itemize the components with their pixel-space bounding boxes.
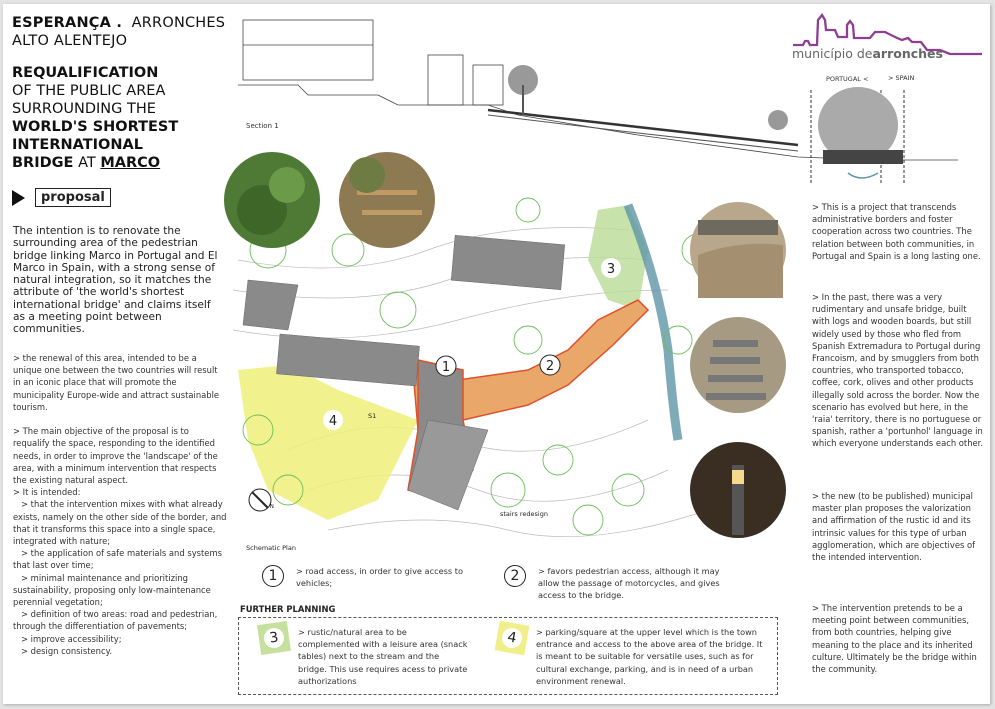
title-line: SURROUNDING THE: [12, 101, 156, 117]
further-planning-title: FURTHER PLANNING: [240, 604, 336, 614]
photo-path: [690, 202, 786, 298]
right-paragraph: > the new (to be published) municipal ma…: [812, 491, 976, 563]
title-line: BRIDGE: [12, 155, 74, 171]
paragraph: > It is intended:: [13, 487, 81, 498]
list-item: > that the intervention mixes with what …: [13, 499, 227, 547]
poster-title: REQUALIFICATION OF THE PUBLIC AREA SURRO…: [12, 64, 178, 172]
legend-text: > favors pedestrian access, although it …: [538, 566, 720, 601]
legend-text: > road access, in order to give access t…: [296, 566, 463, 589]
list-item: > the application of safe materials and …: [13, 548, 222, 571]
further-text: > parking/square at the upper level whic…: [536, 627, 763, 686]
north-arrow-icon: N: [248, 488, 274, 512]
plan-label: Schematic Plan: [246, 544, 296, 552]
marker-number: 3: [262, 626, 286, 650]
place-name: ESPERANÇA .: [12, 15, 123, 31]
logo-text-bold: arronches: [872, 46, 943, 61]
proposal-heading: proposal: [12, 188, 111, 207]
proposal-label: proposal: [35, 188, 111, 207]
marker-1-icon: 1: [262, 565, 284, 587]
plan-marker-2: 2: [546, 359, 554, 374]
municipality-logo: município dearronches: [790, 12, 985, 67]
list-item: > definition of two areas: road and pede…: [13, 609, 218, 632]
section-label: Section 1: [246, 122, 279, 130]
marker-number: 4: [500, 626, 524, 650]
title-line: AT: [73, 155, 101, 171]
spain-label: > SPAIN: [888, 74, 915, 82]
title-line: REQUALIFICATION: [12, 65, 159, 81]
legend-item-1: 1 > road access, in order to give access…: [262, 565, 486, 589]
north-label: N: [270, 504, 274, 510]
right-paragraph: > In the past, there was a very rudiment…: [812, 292, 983, 449]
stairs-label: stairs redesign: [500, 510, 548, 518]
portugal-label: PORTUGAL <: [826, 75, 868, 83]
photo-ivy: [224, 152, 320, 248]
castle-skyline-icon: [793, 12, 982, 56]
paragraph: > The main objective of the proposal is …: [13, 426, 218, 486]
section-marker: S1: [368, 412, 376, 420]
photo-wooden-fence: [339, 152, 435, 248]
further-planning-box: 3 > rustic/natural area to be complement…: [238, 617, 778, 695]
intro-text: The intention is to renovate the surroun…: [13, 225, 218, 336]
schematic-plan: 1 2 3 4 S1 stairs redesign Schematic Pla…: [232, 197, 715, 552]
play-triangle-icon: [12, 189, 25, 206]
title-line: MARCO: [100, 155, 161, 171]
area-3-marker: 3: [257, 621, 291, 655]
plan-marker-3: 3: [607, 262, 615, 277]
marker-2-icon: 2: [504, 565, 526, 587]
right-paragraph: > This is a project that transcends admi…: [812, 202, 981, 261]
list-item: > minimal maintenance and prioritizing s…: [13, 572, 211, 608]
location-header: ESPERANÇA . ARRONCHES ALTO ALENTEJO: [12, 14, 225, 50]
title-line: INTERNATIONAL: [12, 137, 143, 153]
right-paragraph: > The intervention pretends to be a meet…: [812, 603, 977, 675]
region: ALTO ALENTEJO: [12, 33, 128, 49]
paragraph: > the renewal of this area, intended to …: [13, 353, 220, 412]
municipality: ARRONCHES: [131, 15, 226, 31]
title-line: WORLD'S SHORTEST: [12, 119, 179, 135]
left-body: > the renewal of this area, intended to …: [13, 352, 227, 657]
photo-stone-stairs: [690, 317, 786, 413]
photo-bollard-light: [690, 442, 786, 538]
area-4-marker: 4: [494, 620, 530, 656]
plan-marker-1: 1: [442, 360, 450, 375]
section-drawing: Section 1 PORTUGAL < > SPAIN: [238, 19, 958, 185]
title-line: OF THE PUBLIC AREA: [12, 83, 166, 99]
further-text: > rustic/natural area to be complemented…: [298, 627, 468, 686]
list-item: > design consistency.: [21, 645, 112, 656]
plan-marker-4: 4: [329, 414, 337, 429]
list-item: > improve accessibility;: [21, 633, 122, 644]
legend-item-2: 2 > favors pedestrian access, although i…: [504, 565, 728, 602]
logo-text: município de: [792, 46, 873, 61]
